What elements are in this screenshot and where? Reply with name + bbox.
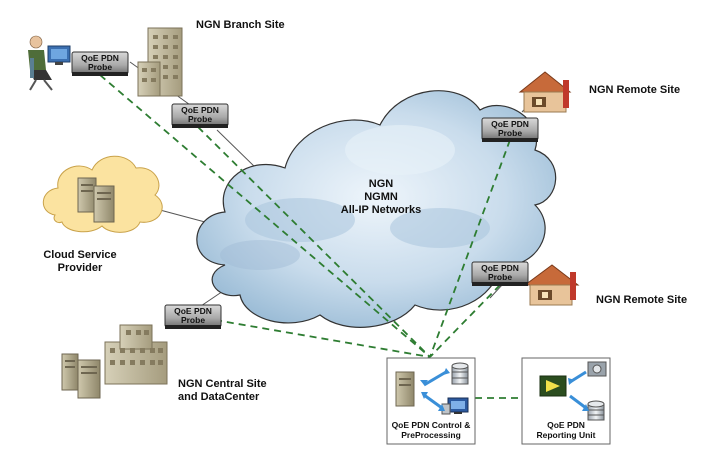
central-site-building-icon bbox=[61, 324, 168, 399]
probe-remote-1-line1: QoE PDN bbox=[491, 119, 529, 129]
reporting-box-line1: QoE PDN bbox=[547, 420, 585, 430]
probe-remote-2-line2: Probe bbox=[488, 272, 512, 282]
probe-branch: QoE PDN Probe bbox=[71, 51, 129, 76]
central-site-label-line1: NGN Central Site bbox=[178, 378, 267, 390]
central-site-label-line2: and DataCenter bbox=[178, 391, 260, 403]
cloud-label-line3: All-IP Networks bbox=[341, 204, 422, 216]
probe-branch-wan-line1: QoE PDN bbox=[181, 105, 219, 115]
reporting-box-line2: Reporting Unit bbox=[536, 430, 595, 440]
cloud-provider-label-line2: Provider bbox=[57, 262, 103, 274]
remote-house-icon-1 bbox=[518, 71, 572, 113]
remote-house-icon-2 bbox=[523, 264, 580, 306]
control-preprocessing-box: QoE PDN Control & PreProcessing bbox=[386, 357, 476, 445]
settings-folder-icon bbox=[587, 361, 607, 377]
monitor-icon bbox=[441, 397, 469, 415]
control-box-line1: QoE PDN Control & bbox=[392, 420, 471, 430]
probe-branch-line2: Probe bbox=[88, 62, 112, 72]
probe-remote-2-line1: QoE PDN bbox=[481, 263, 519, 273]
arrow-icons bbox=[568, 370, 589, 411]
control-box-line2: PreProcessing bbox=[401, 430, 461, 440]
remote-site-label-1: NGN Remote Site bbox=[589, 84, 681, 96]
ngn-cloud bbox=[196, 90, 557, 328]
cloud-provider-label: Cloud Service Provider bbox=[20, 249, 140, 275]
report-viewer-icon bbox=[539, 375, 567, 397]
remote-site-label-2: NGN Remote Site bbox=[596, 294, 688, 306]
probe-central-line1: QoE PDN bbox=[174, 306, 212, 316]
reporting-unit-box: QoE PDN Reporting Unit bbox=[521, 357, 611, 445]
cloud-provider-icon bbox=[42, 155, 163, 233]
database-icon bbox=[451, 362, 469, 385]
user-workstation-icon bbox=[28, 35, 71, 91]
probe-remote-1-line2: Probe bbox=[498, 128, 522, 138]
probe-central: QoE PDN Probe bbox=[164, 304, 222, 329]
branch-building-icon bbox=[137, 27, 183, 97]
measurement-links bbox=[99, 74, 522, 399]
cloud-provider-label-line1: Cloud Service bbox=[43, 249, 117, 261]
probe-branch-wan-line2: Probe bbox=[188, 114, 212, 124]
arrow-icons bbox=[420, 368, 450, 411]
central-site-label: NGN Central Site and DataCenter bbox=[178, 378, 267, 404]
cloud-label-line2: NGMN bbox=[364, 191, 398, 203]
probe-branch-line1: QoE PDN bbox=[81, 53, 119, 63]
branch-site-label: NGN Branch Site bbox=[196, 19, 285, 31]
probe-remote-1: QoE PDN Probe bbox=[481, 117, 539, 142]
cloud-label-line1: NGN bbox=[369, 178, 394, 190]
probe-central-line2: Probe bbox=[181, 315, 205, 325]
probe-remote-2: QoE PDN Probe bbox=[471, 261, 529, 286]
database-icon bbox=[587, 400, 605, 421]
probe-branch-wan: QoE PDN Probe bbox=[171, 103, 229, 128]
server-icon bbox=[395, 371, 415, 407]
